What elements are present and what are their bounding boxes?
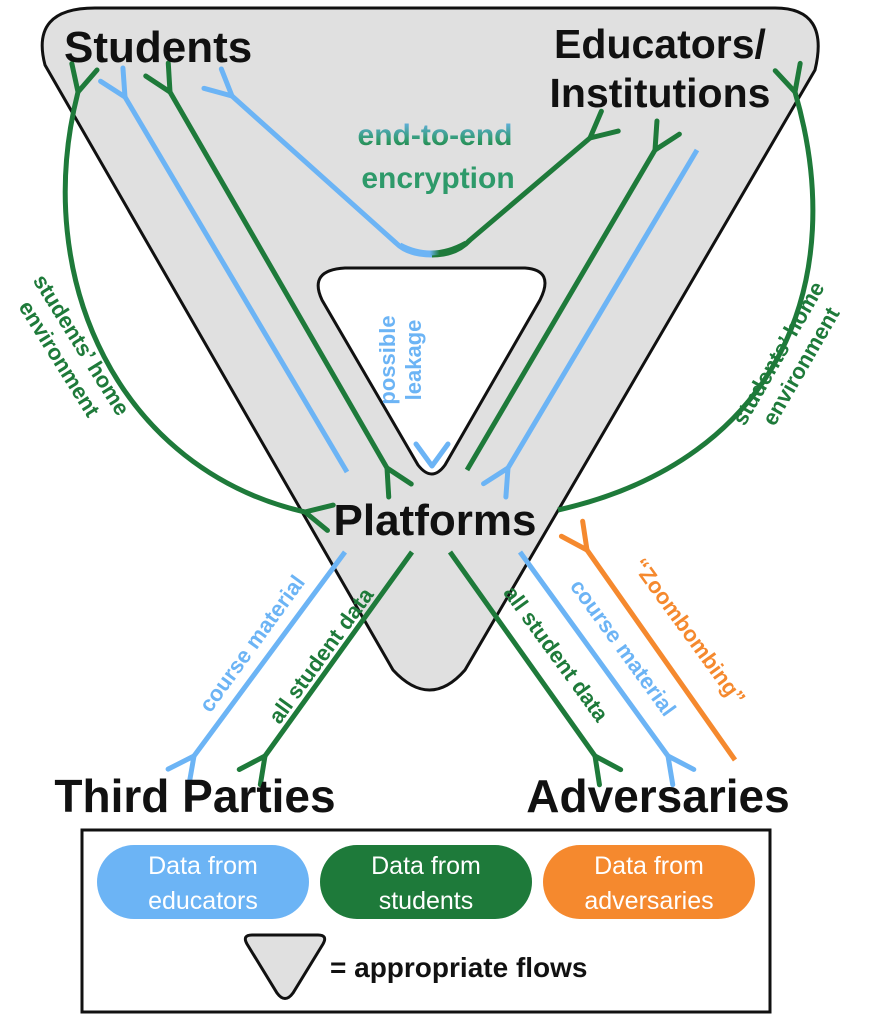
arrow-student-data-to-adversaries [447,550,624,788]
arrow-course-material-to-third-parties [165,550,348,788]
node-educators-line2: Institutions [550,70,771,116]
legend-educators: Data from educators [97,845,309,919]
node-third-parties: Third Parties [54,770,335,822]
arrow-student-data-to-third-parties [236,550,415,788]
node-platforms: Platforms [334,496,537,545]
arrow-home-environment-left [62,61,336,533]
legend-swatch-educators [97,845,309,919]
label-leakage-line2: leakage [401,320,426,401]
node-adversaries: Adversaries [526,770,789,822]
leakage-arrowhead [413,441,451,469]
legend-appropriate-label: = appropriate flows [330,952,588,983]
label-e2e-line1: end-to-end [358,119,513,152]
legend-adversaries-line2: adversaries [584,887,713,915]
legend-educators-line2: educators [148,887,258,915]
legend-educators-line1: Data from [148,852,258,880]
legend-swatch-students [320,845,532,919]
legend-appropriate: = appropriate flows [243,933,588,1000]
node-educators-line1: Educators/ [554,21,766,67]
arrow-educators-to-platforms-blue [481,148,700,500]
legend-adversaries-line1: Data from [594,852,704,880]
legend-students: Data from students [320,845,532,919]
arrow-home-environment-right [557,60,816,513]
legend-students-line1: Data from [371,852,481,880]
arrow-course-material-to-adversaries [517,550,697,788]
appropriate-triangle-icon [243,933,327,1000]
legend-adversaries: Data from adversaries [543,845,755,919]
label-leakage-line1: possible [375,315,400,404]
e2e-junction [398,240,468,256]
legend-students-line2: students [379,887,474,915]
legend-swatch-adversaries [543,845,755,919]
arrow-platforms-to-educators-green [464,118,682,472]
node-students: Students [64,23,252,72]
label-e2e-line2: encryption [361,162,514,195]
arrow-zoombombing [558,518,738,762]
